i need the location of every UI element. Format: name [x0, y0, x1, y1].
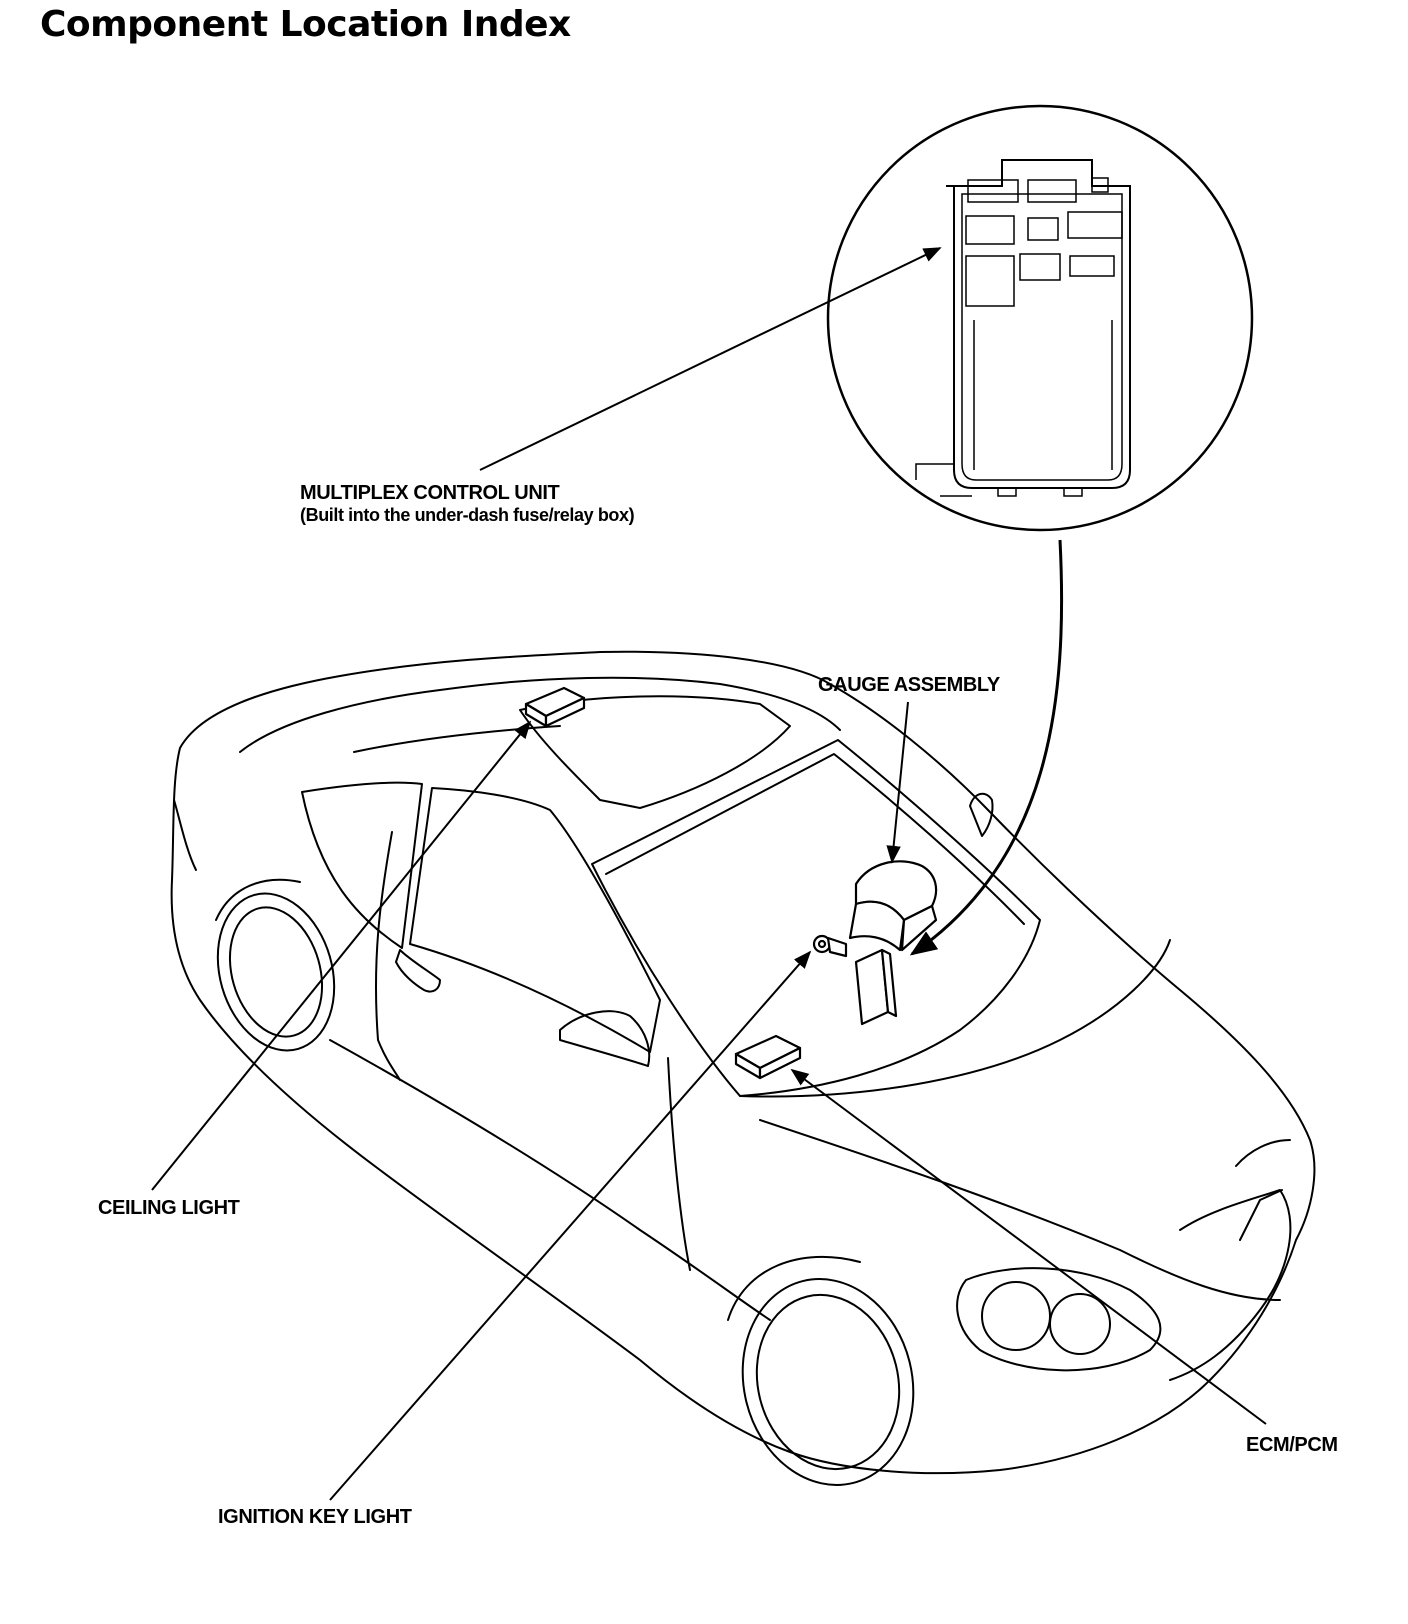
side-mirror — [559, 1010, 651, 1067]
gauge-assembly-label: GAUGE ASSEMBLY — [818, 674, 1000, 696]
leader-lines — [151, 701, 1267, 1501]
front-bumper — [1169, 1189, 1292, 1381]
dash-box-component — [854, 948, 898, 1026]
sunroof — [519, 695, 791, 809]
ecm-pcm-label: ECM/PCM — [1246, 1434, 1338, 1456]
ecm-leader — [790, 1068, 1267, 1425]
components — [524, 686, 938, 1080]
fuse-relay-box-callout — [826, 104, 1254, 532]
hood — [739, 939, 1171, 1098]
car-body — [170, 650, 1316, 1475]
gauge-assembly-component — [848, 860, 938, 952]
ceiling-light-label: CEILING LIGHT — [98, 1197, 240, 1219]
multiplex-control-unit-label: MULTIPLEX CONTROL UNIT — [300, 482, 560, 504]
side-window-rear — [301, 781, 423, 949]
gauge-leader — [886, 701, 909, 864]
side-window-front — [409, 787, 661, 1053]
multiplex-leader — [479, 247, 942, 471]
ignition-leader — [329, 950, 812, 1501]
headlight — [956, 1267, 1162, 1372]
ceiling-leader — [151, 720, 532, 1191]
multiplex-control-unit-sublabel: (Built into the under-dash fuse/relay bo… — [300, 505, 635, 525]
car-outline — [170, 650, 1316, 1486]
front-wheel — [741, 1278, 915, 1486]
ceiling-light-component — [524, 686, 586, 728]
page-title: Component Location Index — [40, 4, 571, 45]
callout-circle — [826, 104, 1254, 532]
ecm-pcm-component — [734, 1034, 802, 1080]
door-handle — [395, 949, 441, 993]
ignition-key-light-label: IGNITION KEY LIGHT — [218, 1506, 412, 1528]
windshield — [591, 739, 1041, 1097]
ignition-key-light-component — [812, 934, 848, 958]
fuse-relay-box-outline — [946, 159, 1131, 489]
rear-wheel — [216, 892, 336, 1052]
callout-to-dash-leader — [909, 539, 1064, 956]
